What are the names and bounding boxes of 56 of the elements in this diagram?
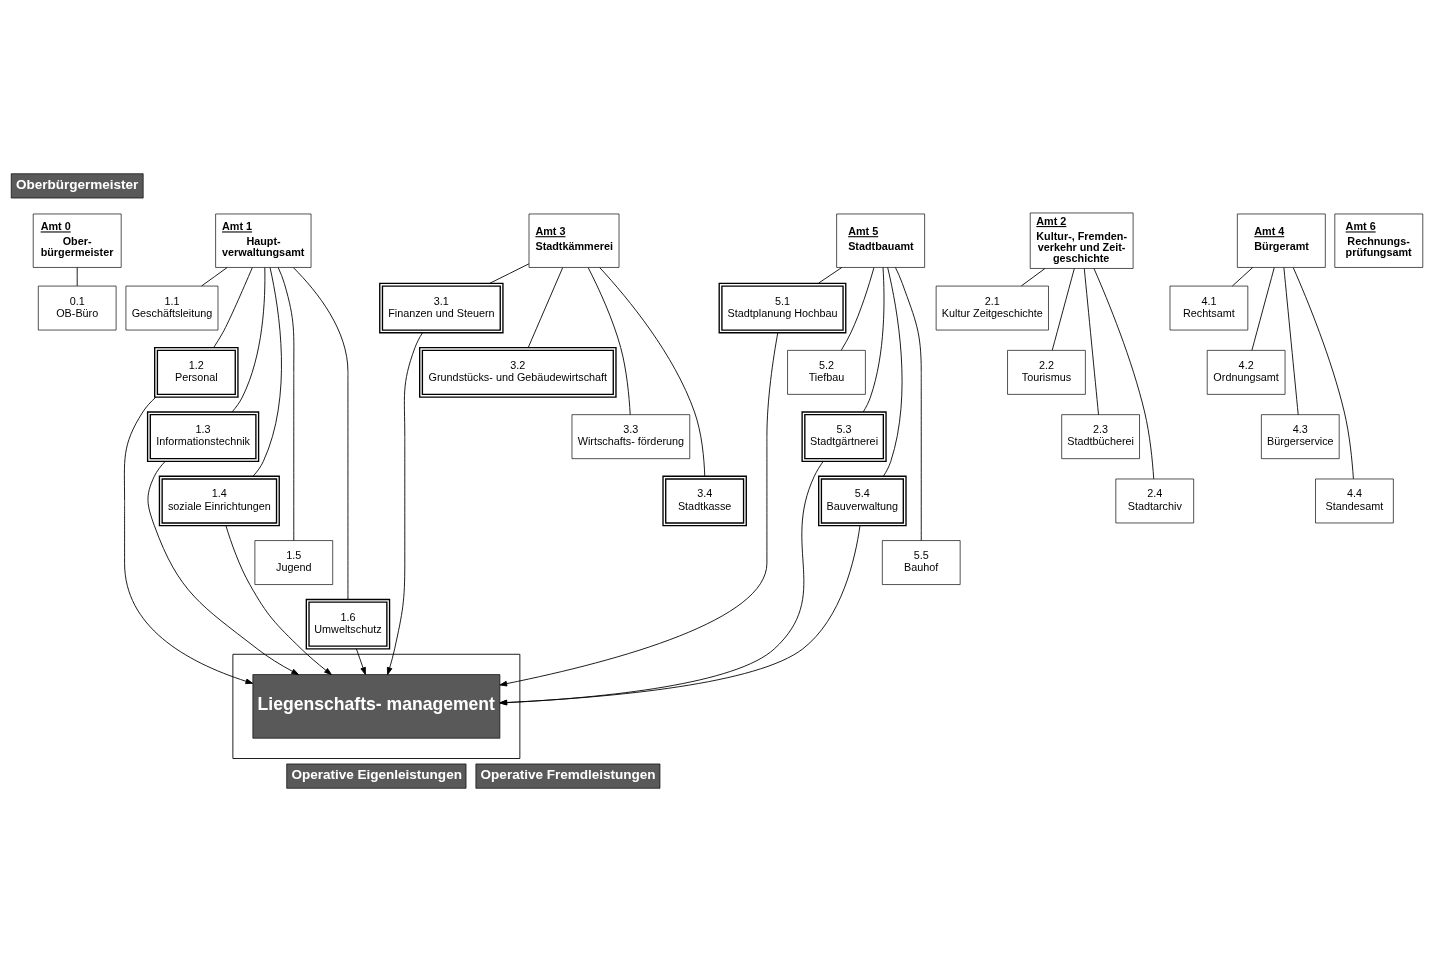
node-box: Amt 5 Stadtbauamt [836, 213, 925, 268]
connector [840, 266, 875, 351]
node-box: Amt 6 Rechnungs- prüfungsamt [1334, 213, 1424, 268]
node-box: Amt 4 Bürgeramt [1237, 213, 1326, 268]
node-box: 3.3 Wirtschafts- förderung [571, 413, 691, 459]
node-box: Amt 1 Haupt- verwaltungsamt [215, 213, 312, 268]
connector [818, 266, 843, 284]
connector [76, 266, 78, 286]
arrow [386, 331, 423, 675]
connector [292, 266, 349, 600]
node-box: 0.1 OB-Büro [37, 285, 117, 330]
arrow [499, 331, 779, 686]
arrow [147, 460, 299, 675]
node-box: 1.5 Jugend [254, 539, 334, 585]
connector [1083, 267, 1099, 415]
connector [587, 266, 631, 415]
connector [213, 266, 253, 348]
node-box: 4.4 Standesamt [1315, 478, 1394, 523]
connector [599, 266, 706, 477]
arrow [123, 396, 254, 684]
connector [1251, 266, 1275, 351]
node-box: Liegenschafts- management [252, 673, 501, 739]
connector [1093, 267, 1155, 479]
connector [1051, 267, 1075, 351]
node-box: 1.1 Geschäftsleitung [125, 285, 219, 330]
connector [862, 266, 885, 412]
node-box: Amt 0 Ober- bürgermeister [32, 213, 122, 268]
node-box: 4.2 Ordnungsamt [1206, 349, 1286, 395]
node-box: Amt 3 Stadtkämmerei [528, 213, 620, 268]
node-box: Amt 2 Kultur-, Fremden- verkehr und Zeit- geschichte [1029, 212, 1134, 269]
node-box: 5.5 Bauhof [882, 539, 961, 585]
arrow [499, 460, 824, 705]
connector [277, 266, 295, 541]
connector [882, 266, 903, 477]
node-box: 4.1 Rechtsamt [1169, 285, 1249, 330]
connector [1292, 266, 1354, 479]
connector [1021, 267, 1046, 286]
node-box: 4.3 Bürgerservice [1261, 413, 1340, 459]
node-box: 2.4 Stadtarchiv [1115, 478, 1194, 523]
connector [489, 262, 530, 284]
connector [1283, 266, 1299, 415]
node-box: 5.2 Tiefbau [787, 349, 866, 395]
node-box: Operative Eigenleistungen [286, 763, 467, 789]
connector [527, 266, 564, 348]
arrow [355, 647, 366, 675]
node-box: 2.3 Stadtbücherei [1061, 413, 1140, 459]
connector [201, 266, 228, 286]
connector [1232, 266, 1254, 286]
node-box: Operative Fremdleistungen [475, 763, 661, 789]
node-box: Oberbürgermeister [10, 172, 144, 198]
node-box: 2.2 Tourismus [1007, 349, 1086, 395]
arrow [225, 524, 332, 675]
connector [895, 266, 922, 541]
node-box: 2.1 Kultur Zeitgeschichte [935, 285, 1049, 330]
cluster [232, 653, 521, 759]
arrow [499, 525, 861, 705]
